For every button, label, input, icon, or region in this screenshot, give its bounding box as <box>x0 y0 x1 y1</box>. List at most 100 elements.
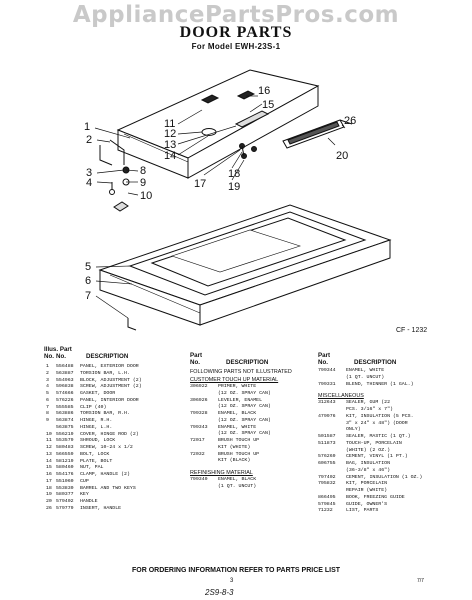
callout-10: 10 <box>140 190 152 202</box>
part-number: 511873 <box>318 440 336 446</box>
part-description: BOLT, LOCK <box>80 451 110 457</box>
part-description: (12 OZ. SPRAY CAN) <box>218 390 271 396</box>
part-description: PRIMER, WHITE <box>218 384 257 389</box>
part-number: 866495 <box>318 494 336 500</box>
part-number: 580377 <box>56 492 74 498</box>
part-description: BARREL AND TWO KEYS <box>80 485 136 491</box>
part-number: 554176 <box>56 472 74 477</box>
figure-code: CF - 1232 <box>396 327 427 334</box>
part-number: 306922 <box>190 384 208 389</box>
illus-number: 18 <box>46 485 52 491</box>
list-item: 306922 PRIMER, WHITE <box>190 384 318 391</box>
illus-number: 17 <box>46 478 52 484</box>
part-description: KIT (WHITE) <box>218 444 251 450</box>
list-item: (12 OZ. SPRAY CAN) <box>190 431 318 438</box>
part-description: GUIDE, OWNER'S <box>346 501 388 507</box>
handle-part <box>282 119 353 149</box>
part-description: BRUSH TOUCH UP <box>218 438 260 443</box>
part-description: SCREW, ADJUSTMENT (2) <box>80 384 142 390</box>
part-number: 795832 <box>318 481 336 487</box>
part-number: 563875 <box>56 424 74 430</box>
illus-number: 10 <box>46 431 52 437</box>
part-number: 551060 <box>56 478 74 484</box>
part-description: PLATE, BOLT <box>80 458 113 464</box>
ordering-info: FOR ORDERING INFORMATION REFER TO PARTS … <box>131 567 341 574</box>
list-item: KIT (WHITE) <box>190 445 318 452</box>
misc-section-heading: MISCELLANEOUS <box>318 393 364 400</box>
exterior-door-panel <box>116 69 320 179</box>
illus-number: 7 <box>46 404 49 410</box>
part-number <box>318 488 346 495</box>
callout-16: 16 <box>258 85 270 97</box>
part-number: 579845 <box>318 501 336 507</box>
col1-header: Illus. Part No. No. DESCRIPTION <box>44 346 129 361</box>
callout-1: 1 <box>84 121 90 133</box>
part-description: (WHITE) (2 OZ.) <box>346 447 391 453</box>
page-title: DOOR PARTS <box>179 24 293 41</box>
callout-2: 2 <box>86 134 92 146</box>
col3-header: Part No. DESCRIPTION <box>318 352 397 367</box>
callout-20: 20 <box>336 150 348 162</box>
part-description: BLEND, THINNER (1 GAL.) <box>346 381 414 387</box>
part-number: 312643 <box>318 400 336 406</box>
part-number: 72017 <box>190 438 205 443</box>
callout-9: 9 <box>140 177 146 189</box>
part-description: CLAMP, HANDLE (2) <box>80 472 130 477</box>
part-number: 563887 <box>56 370 74 376</box>
callout-17: 17 <box>194 178 206 190</box>
col2-header: Part No. DESCRIPTION <box>190 352 269 367</box>
part-number: 556488 <box>56 364 74 369</box>
part-description: 3" x 24" x 48") (DOOR <box>346 420 408 426</box>
illus-number: 4 <box>46 384 49 390</box>
list-item: (36-3/8" x 46") <box>318 468 468 475</box>
list-item: 72017 BRUSH TOUCH UP <box>190 438 318 445</box>
part-number: 799344 <box>318 368 336 373</box>
callout-7: 7 <box>85 290 91 302</box>
part-number <box>190 458 218 465</box>
part-number: 581219 <box>56 458 74 464</box>
part-description: HANDLE <box>80 499 98 504</box>
part-description: (36-3/8" x 46") <box>346 467 391 473</box>
illus-number: 3 <box>46 377 49 383</box>
callout-15: 15 <box>262 99 274 111</box>
part-description: CUP <box>80 478 89 484</box>
part-description: KEY <box>80 492 89 498</box>
part-description: LEVELER, ENAMEL <box>218 397 263 403</box>
callout-14: 14 <box>164 150 176 162</box>
part-description: KIT (BLACK) <box>218 458 251 464</box>
list-item: (WHITE) (2 OZ.) <box>318 448 468 455</box>
illus-number: 15 <box>46 465 52 471</box>
callout-13: 13 <box>164 139 176 151</box>
part-description: (1 QT. UNCUT) <box>218 483 257 489</box>
part-number: 596838 <box>56 384 74 390</box>
part-description: ENAMEL, BLACK <box>218 477 257 482</box>
part-description: PANEL, INTERIOR DOOR <box>80 397 139 403</box>
list-item: (12 OZ. SPRAY CAN) <box>190 404 318 411</box>
callout-6: 6 <box>85 275 91 287</box>
illus-number: 5 <box>46 391 49 396</box>
clip <box>127 318 137 331</box>
page-number: 3 <box>230 578 234 584</box>
list-item: KIT (BLACK) <box>190 458 318 465</box>
part-description: ENAMEL, WHITE <box>346 368 385 373</box>
part-description: SCREW, 10-24 x 1/2 <box>80 445 133 450</box>
